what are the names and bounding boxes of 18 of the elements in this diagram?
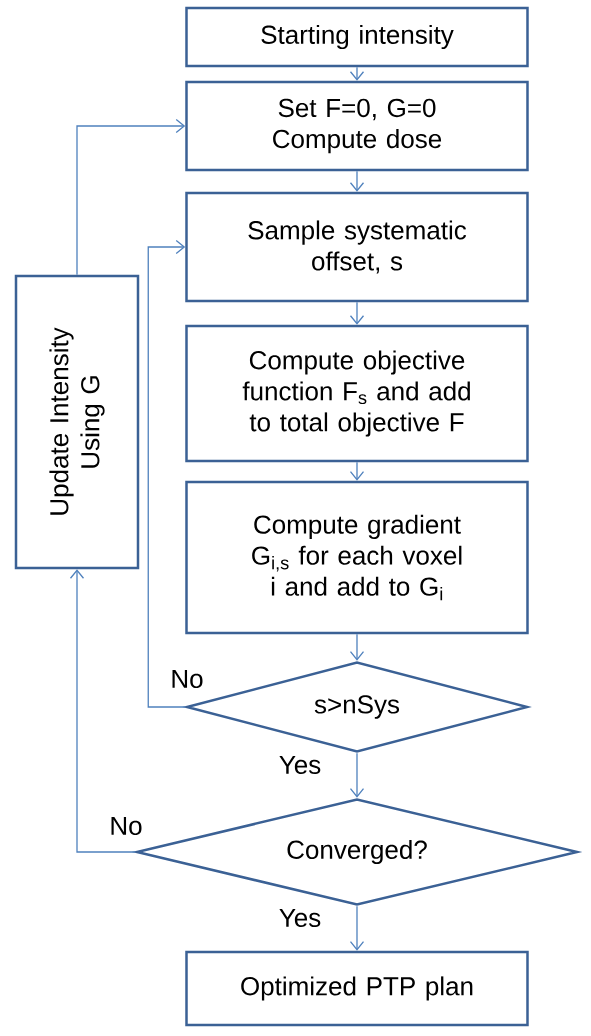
arrow xyxy=(349,170,365,192)
arrow xyxy=(349,633,365,661)
arrow xyxy=(349,752,365,798)
process-box: Optimized PTP plan xyxy=(185,950,529,1027)
arrow xyxy=(349,301,365,325)
process-box: Update Intensity Using G xyxy=(14,274,140,570)
process-box: Sample systematic offset, s xyxy=(185,191,529,303)
arrow xyxy=(76,118,186,276)
edge-label: Yes xyxy=(277,907,323,929)
process-box: Compute gradient G$_{i,s}$ for each voxel i and add to G$_{i}$ xyxy=(185,480,529,635)
arrow xyxy=(69,569,136,853)
arrow xyxy=(349,461,365,481)
process-box: Set F=0, G=0 Compute dose xyxy=(185,80,529,172)
edge-label: Yes xyxy=(277,754,323,776)
arrow xyxy=(349,905,365,951)
process-box: Compute objective function F$_{s}$ and add to total objective F xyxy=(185,324,529,463)
process-box: Starting intensity xyxy=(185,6,529,68)
arrow xyxy=(147,239,186,708)
